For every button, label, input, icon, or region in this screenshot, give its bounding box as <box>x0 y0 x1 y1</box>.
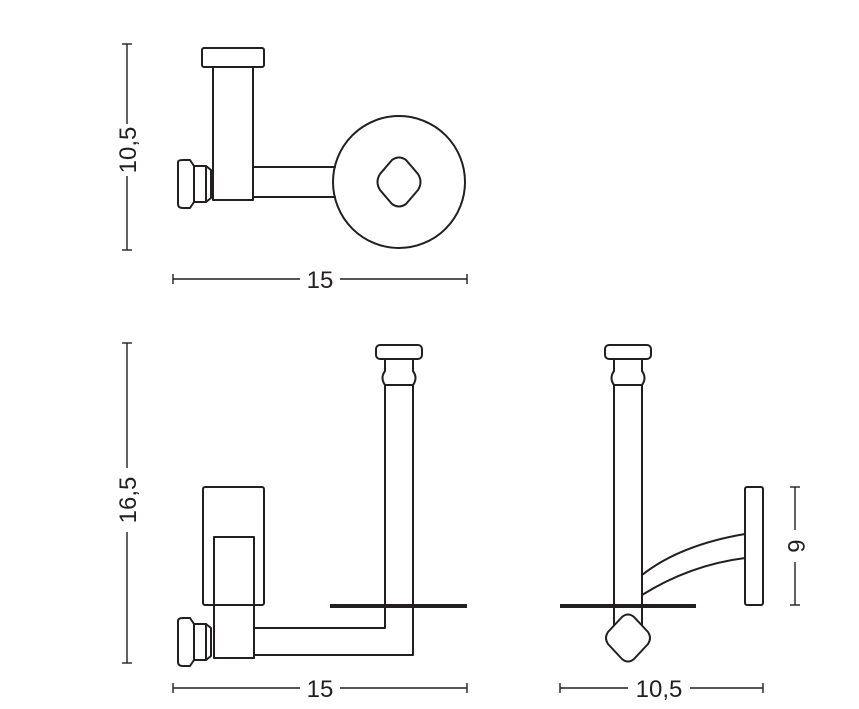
front-arm-outer <box>253 384 414 656</box>
dim-line-top-height <box>122 43 132 251</box>
side-collar <box>610 358 646 386</box>
side-diamond-knob <box>605 613 651 663</box>
dim-line-top-width <box>172 274 468 284</box>
dim-label-top-height: 10,5 <box>115 127 142 174</box>
front-view: 16,5 15 <box>115 342 468 703</box>
front-arm-inner <box>253 384 386 629</box>
side-curved-arm <box>641 533 746 576</box>
side-view: 6 10,5 <box>559 344 809 703</box>
front-inner-block <box>213 536 255 659</box>
dim-line-plate-height <box>790 486 800 606</box>
dim-line-front-width <box>172 683 468 693</box>
front-cap <box>375 344 423 360</box>
dim-line-front-height <box>122 342 132 664</box>
side-cap <box>604 344 652 360</box>
front-knob <box>177 617 212 667</box>
top-roll-disc <box>332 115 466 249</box>
front-wall-plate <box>202 486 265 606</box>
dim-label-front-width: 15 <box>307 676 334 703</box>
dim-line-side-width <box>559 683 764 693</box>
top-diamond <box>376 156 422 208</box>
dim-label-side-width: 10,5 <box>636 676 683 703</box>
top-cap <box>201 47 265 68</box>
front-collar <box>381 358 417 386</box>
dim-label-plate-height: 6 <box>782 539 809 552</box>
top-view: 10,5 15 <box>115 43 468 294</box>
side-wall-plate <box>744 486 764 606</box>
top-post <box>212 66 254 201</box>
top-knob <box>177 159 212 209</box>
dim-label-front-height: 16,5 <box>115 477 142 524</box>
dim-label-top-width: 15 <box>307 267 334 294</box>
